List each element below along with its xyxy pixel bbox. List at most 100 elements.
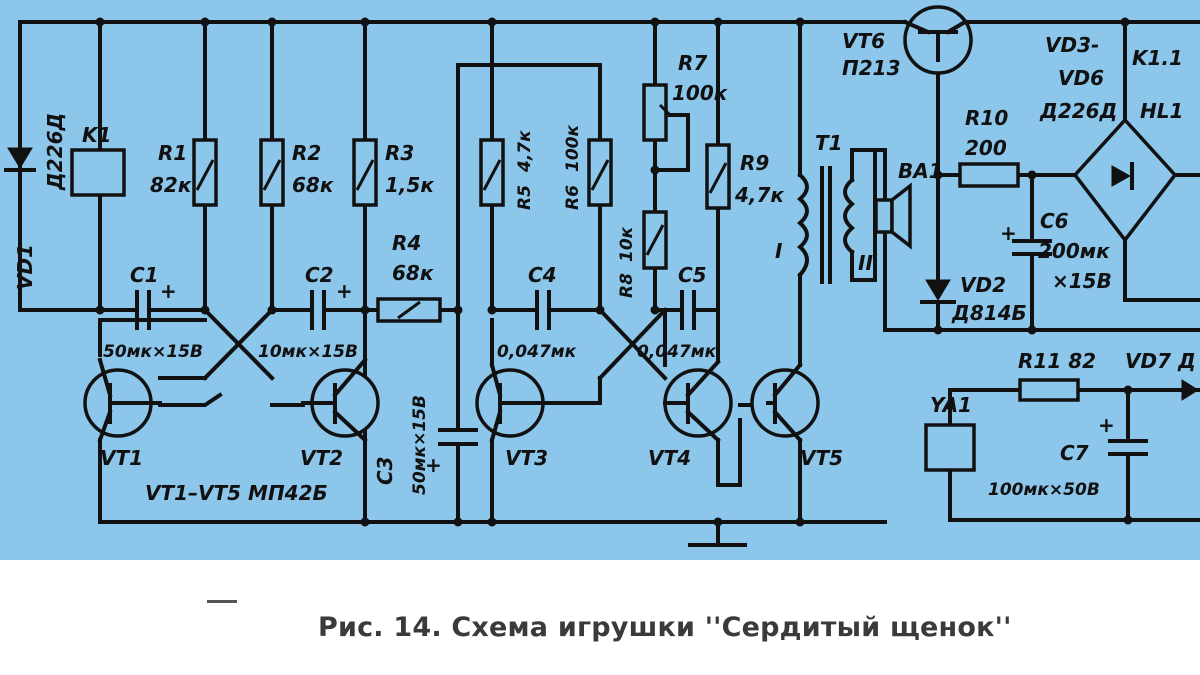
label-r2-val: 68к xyxy=(292,173,334,197)
label-r1-val: 82к xyxy=(150,173,192,197)
label-c6-volt: ×15В xyxy=(1052,269,1112,293)
label-c5: C5 xyxy=(678,263,707,287)
label-c7: C7 xyxy=(1060,441,1089,465)
label-vt6: VT6 xyxy=(842,29,885,53)
label-r4: R4 xyxy=(392,231,421,255)
resistor-r2 xyxy=(259,138,285,207)
label-k1-1: K1.1 xyxy=(1132,46,1183,70)
label-c1-val: 50мк×15В xyxy=(103,342,203,362)
label-vt6-type: П213 xyxy=(842,56,901,80)
label-t1-w2: II xyxy=(858,251,873,275)
label-r5: R5 xyxy=(515,185,535,210)
label-c4: C4 xyxy=(528,263,557,287)
resistor-r3 xyxy=(352,138,378,207)
label-r6: R6 xyxy=(563,185,583,210)
label-c5-val: 0,047мк xyxy=(637,342,717,362)
capacitor-c2 xyxy=(310,290,326,330)
label-vd7: VD7 Д xyxy=(1125,349,1196,373)
resistor-r7 xyxy=(642,83,672,142)
capacitor-c5 xyxy=(680,290,696,330)
speaker-ba1 xyxy=(874,182,912,250)
label-vt2: VT2 xyxy=(300,446,343,470)
labels: VD1 Д226Д K1 R1 82к R2 68к R3 1,5к R4 68… xyxy=(13,29,1196,505)
label-c1: C1 xyxy=(130,263,159,287)
label-vt-types: VT1–VT5 МП42Б xyxy=(145,481,328,505)
transistor-vt6 xyxy=(902,5,973,75)
label-r11: R11 82 xyxy=(1018,349,1096,373)
label-c1-plus: + xyxy=(160,279,177,303)
label-r9-val: 4,7к xyxy=(734,183,784,207)
label-t1: T1 xyxy=(815,131,843,155)
resistor-r6 xyxy=(587,138,613,207)
label-vd3-6: VD3- xyxy=(1045,33,1099,57)
resistor-r1 xyxy=(192,138,218,207)
label-r1: R1 xyxy=(158,141,187,165)
stray-mark xyxy=(207,600,237,603)
label-vd1: VD1 xyxy=(13,244,37,290)
junction-dots xyxy=(95,17,1133,527)
label-r8: R8 xyxy=(617,273,637,298)
label-c2: C2 xyxy=(305,263,334,287)
transistor-vt1 xyxy=(83,357,162,443)
capacitor-c3 xyxy=(438,428,478,446)
label-c6-plus: + xyxy=(1000,221,1017,245)
diode-vd1 xyxy=(4,147,36,172)
label-r10-val: 200 xyxy=(965,136,1007,160)
label-vt4: VT4 xyxy=(648,446,691,470)
resistor-r11 xyxy=(1018,378,1080,402)
diode-vd7 xyxy=(1181,379,1199,401)
transistor-vt3 xyxy=(475,362,602,443)
capacitor-c4 xyxy=(535,290,551,330)
components xyxy=(4,5,1199,527)
label-c3-plus: + xyxy=(425,453,442,477)
label-c3: C3 xyxy=(373,456,397,485)
label-r4-val: 68к xyxy=(392,261,434,285)
relay-coil-k1 xyxy=(70,148,126,197)
label-r2: R2 xyxy=(292,141,321,165)
solenoid-ya1 xyxy=(924,423,976,472)
transistor-vt4 xyxy=(663,359,733,443)
label-r3: R3 xyxy=(385,141,414,165)
label-r8-val: 10к xyxy=(617,226,637,262)
label-vt1: VT1 xyxy=(100,446,143,470)
label-vd2: VD2 xyxy=(960,273,1006,297)
label-c7-plus: + xyxy=(1098,413,1115,437)
resistor-r10 xyxy=(958,162,1020,188)
label-hl1: HL1 xyxy=(1140,99,1183,123)
label-vt3: VT3 xyxy=(505,446,548,470)
wires xyxy=(18,20,1200,547)
label-c6-val: 200мк xyxy=(1038,239,1110,263)
label-r3-val: 1,5к xyxy=(385,173,434,197)
label-c2-val: 10мк×15В xyxy=(258,342,358,362)
transformer-t1 xyxy=(796,148,877,284)
label-vd3-6-type: Д226Д xyxy=(1039,99,1117,123)
label-r6-val: 100к xyxy=(563,125,583,172)
label-vt5: VT5 xyxy=(800,446,843,470)
label-r10: R10 xyxy=(965,106,1008,130)
resistor-r5 xyxy=(479,138,505,207)
label-ba1: BA1 xyxy=(898,159,943,183)
zener-vd2 xyxy=(920,279,956,304)
label-r7: R7 xyxy=(678,51,707,75)
label-c7-val: 100мк×50В xyxy=(988,480,1100,500)
capacitor-c1 xyxy=(135,290,151,330)
label-r5-val: 4,7к xyxy=(515,130,535,173)
label-vd3-6b: VD6 xyxy=(1058,66,1104,90)
circuit-schematic: VD1 Д226Д K1 R1 82к R2 68к R3 1,5к R4 68… xyxy=(0,0,1200,560)
label-t1-w1: I xyxy=(775,239,783,263)
label-ya1: YA1 xyxy=(930,393,972,417)
label-r7-val: 100к xyxy=(672,81,728,105)
diode-bridge-vd3-vd6 xyxy=(1072,117,1178,243)
label-r9: R9 xyxy=(740,151,769,175)
label-c2-plus: + xyxy=(336,279,353,303)
label-k1: K1 xyxy=(82,123,111,147)
capacitor-c7 xyxy=(1108,439,1148,456)
resistor-r9 xyxy=(705,143,731,210)
label-c6: C6 xyxy=(1040,209,1069,233)
resistor-r4 xyxy=(376,297,442,323)
transistor-vt2 xyxy=(301,357,380,443)
label-c4-val: 0,047мк xyxy=(497,342,577,362)
label-vd1-type: Д226Д xyxy=(43,113,67,191)
label-c3-val: 50мк×15В xyxy=(410,395,430,495)
